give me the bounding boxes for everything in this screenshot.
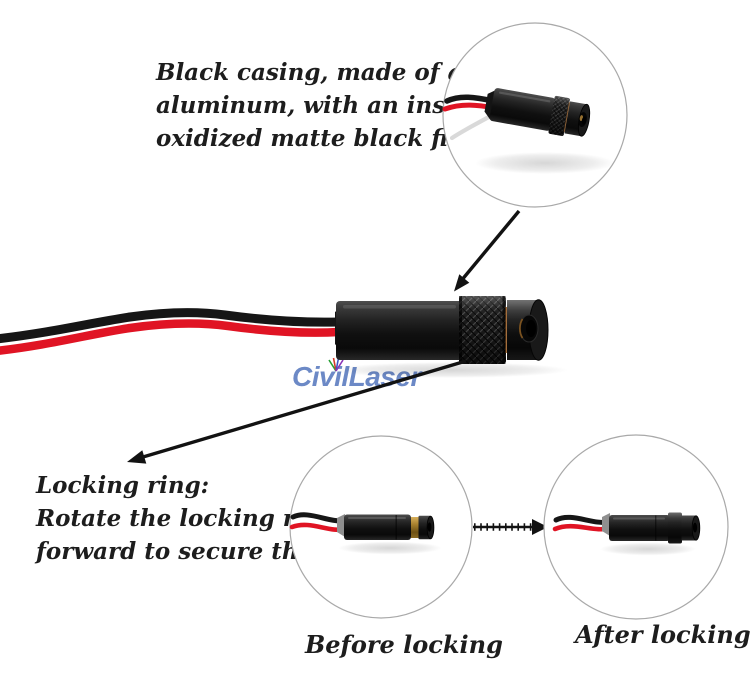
wire-red <box>0 319 344 355</box>
watermark-text: CivilLaser <box>292 361 421 392</box>
locking-ring-note: Locking ring: Rotate the locking ring fo… <box>36 469 382 568</box>
brass-thread <box>411 517 419 538</box>
arrow-head <box>532 519 548 535</box>
lens-aperture <box>519 314 539 343</box>
ring-divider <box>395 515 397 540</box>
note-line: forward to secure the lens. <box>36 538 383 565</box>
knurled-locking-ring <box>459 296 506 364</box>
lens-head <box>681 515 697 541</box>
casing-note: Black casing, made of aviation aluminum,… <box>156 56 551 155</box>
lens-aperture <box>427 522 432 532</box>
body-highlight <box>613 517 665 520</box>
head-face <box>426 515 435 540</box>
ring-shading <box>548 95 570 136</box>
lens-glint <box>519 318 524 339</box>
note-line: Locking ring: <box>36 472 210 499</box>
transition-arrow <box>473 519 548 535</box>
arrow-shaft <box>459 209 521 283</box>
lens-hole <box>526 320 536 337</box>
ring-divider <box>655 515 657 541</box>
body-highlight <box>343 305 456 309</box>
note-line: oxidized matte black finish. <box>156 125 512 152</box>
lens-aperture <box>692 522 698 533</box>
amber-seam <box>505 307 508 353</box>
arrow-to-module <box>454 209 521 292</box>
watermark-logo: CivilLaser <box>292 357 421 393</box>
lens-head <box>564 101 587 137</box>
after-locking-circle <box>543 434 729 620</box>
wire-entry-cone <box>335 305 344 355</box>
head-face <box>691 515 701 541</box>
lens-head <box>418 515 431 540</box>
inset-module-shadow <box>475 152 615 174</box>
ring-shading <box>668 512 682 544</box>
head-face <box>528 299 549 361</box>
head-shading <box>507 300 538 360</box>
ring-shading <box>459 296 506 364</box>
lens-head <box>507 300 538 360</box>
after-module-shadow <box>600 542 696 556</box>
after-circle-outline <box>543 434 729 620</box>
lens-aperture <box>578 112 587 128</box>
knurled-locking-ring <box>548 95 570 136</box>
wire-black <box>0 308 344 344</box>
watermark-rainbow-icon <box>328 357 344 372</box>
note-line: aluminum, with an insulating <box>156 92 538 119</box>
head-face <box>577 103 591 137</box>
note-line: Black casing, made of aviation <box>156 59 551 86</box>
module-body <box>336 301 463 360</box>
ring-edge <box>459 296 462 364</box>
after-locking-caption: After locking <box>575 620 750 649</box>
locking-ring-forward <box>668 512 682 544</box>
wire-crimp <box>602 513 610 536</box>
arrow-head <box>127 450 147 464</box>
module-body <box>609 515 670 541</box>
main-laser-module-photo <box>0 296 568 378</box>
note-line: Rotate the locking ring <box>36 505 337 532</box>
arrow-head <box>454 274 470 292</box>
amber-seam <box>563 102 571 132</box>
lens-hole <box>581 116 587 125</box>
wire-red <box>552 523 613 532</box>
lens-glint <box>579 115 584 122</box>
wire-black <box>553 514 612 525</box>
before-locking-caption: Before locking <box>305 630 503 659</box>
ring-edge <box>502 296 506 364</box>
